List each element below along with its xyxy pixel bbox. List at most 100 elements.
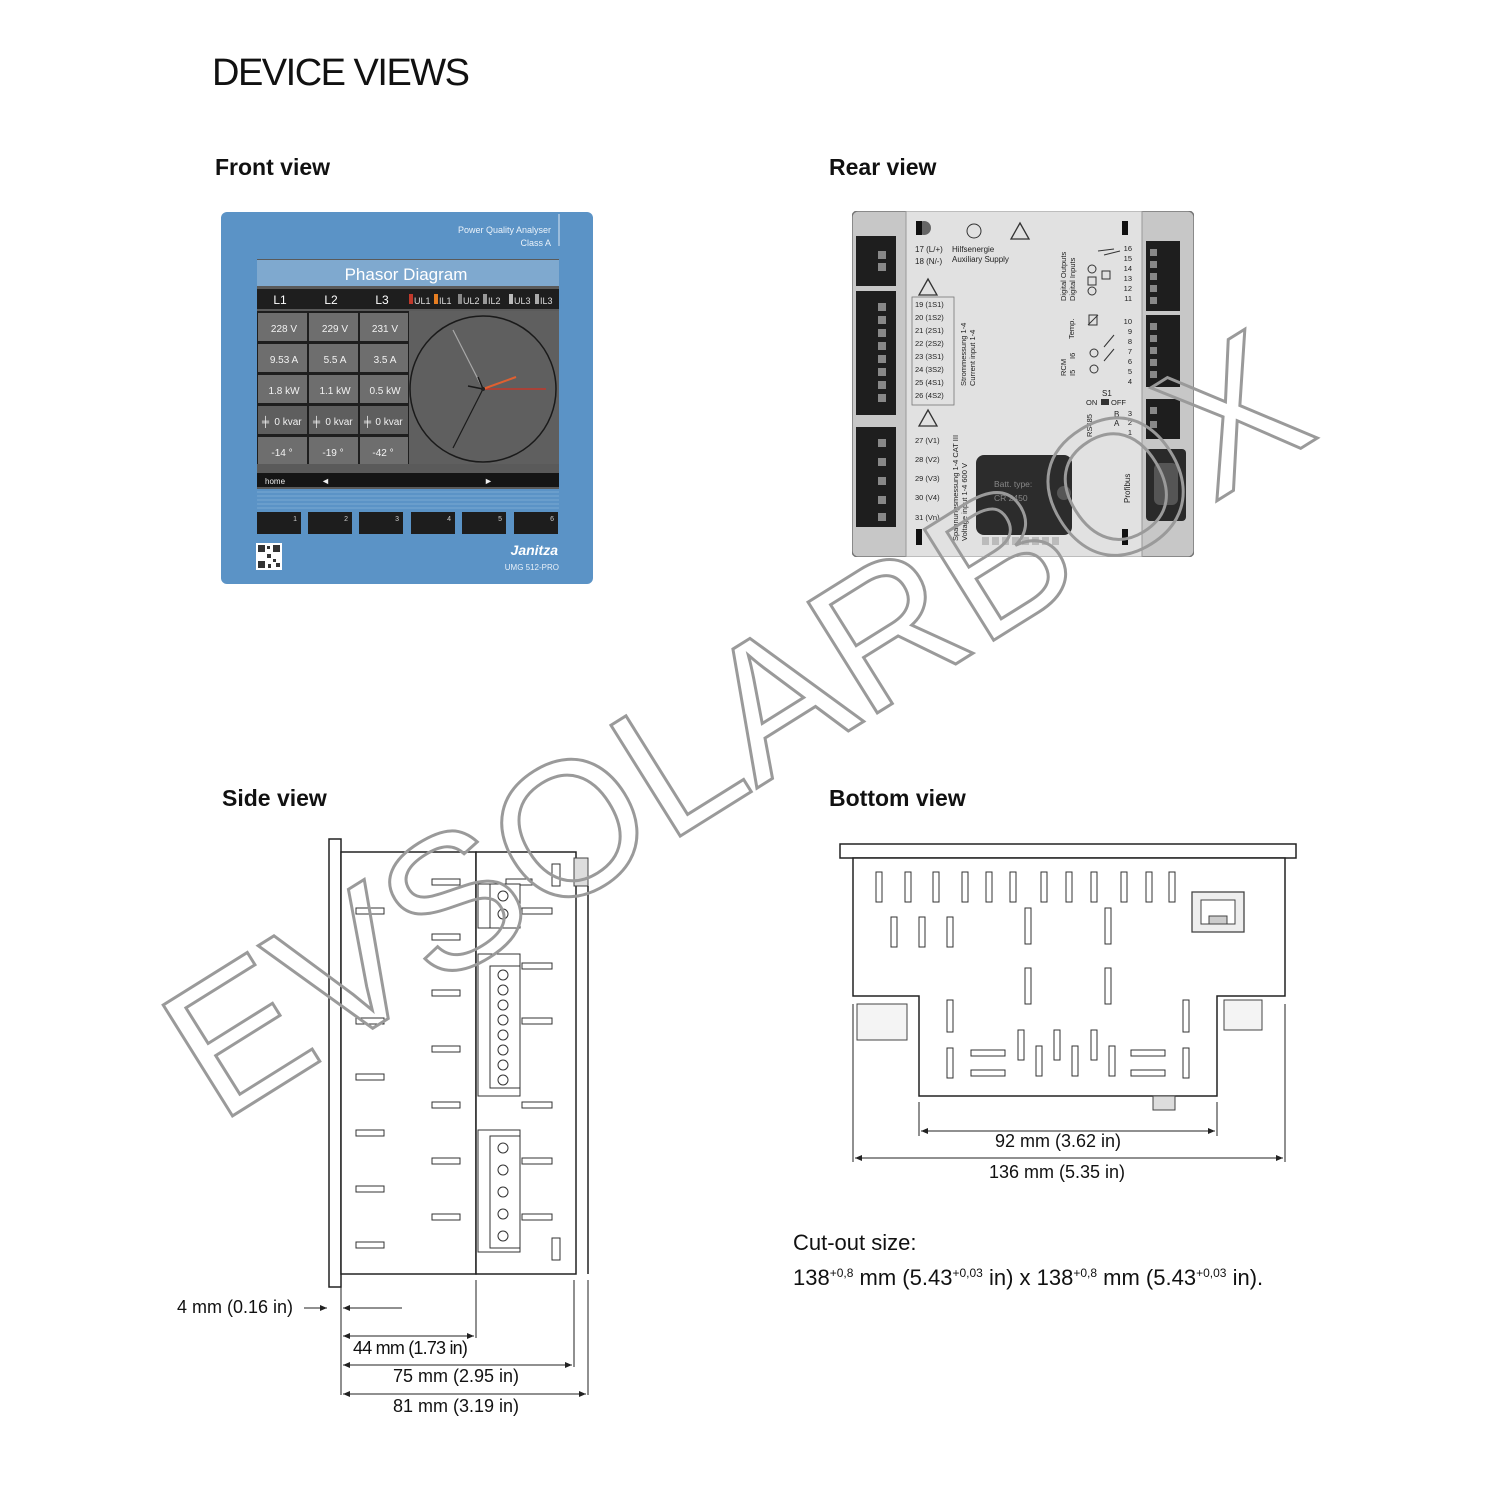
dim-92mm: 92 mm (3.62 in): [995, 1131, 1122, 1151]
nav-left-arrow-icon[interactable]: ◄: [321, 476, 330, 486]
cutout-size-note: Cut-out size: 138+0,8 mm (5.43+0,03 in) …: [793, 1228, 1263, 1293]
housing-outline: [852, 857, 1286, 1097]
io-terminal: 6: [1128, 357, 1132, 366]
digital-outputs-label: Digital Outputs: [1059, 252, 1068, 301]
softkey-5-label: 5: [498, 516, 502, 523]
legend-il1: IL1: [439, 296, 452, 306]
softkey-5[interactable]: [462, 512, 506, 534]
measurement-table: 228 V 229 V 231 V 9.53 A 5.5 A 3.5 A 1.8…: [257, 311, 409, 464]
phasor-ul3: [452, 388, 484, 449]
aux-terminal-17: 17 (L/+): [915, 245, 943, 254]
cell-reactive-l3: 0 kvar: [375, 417, 403, 428]
battery-compartment: [976, 455, 1072, 535]
rcm-label: RCM: [1059, 359, 1068, 376]
housing-front: [340, 851, 477, 1275]
i6-label: I6: [1068, 353, 1077, 359]
bottom-view-heading: Bottom view: [829, 785, 966, 811]
left-connector: [856, 1003, 908, 1041]
softkey-1[interactable]: [257, 512, 301, 534]
reactive-icon: ╪: [312, 415, 321, 429]
current-terminal: 23 (3S1): [915, 352, 944, 361]
brand-logo: Janitza: [511, 542, 559, 558]
cutout-inch-unit: in) x: [982, 1265, 1037, 1290]
rs485-label: RS485: [1085, 414, 1094, 437]
current-input-connector: [856, 291, 896, 415]
switch-on-label: ON: [1086, 398, 1097, 407]
col-header-l1: L1: [273, 293, 287, 307]
aux-supply-connector: [856, 236, 896, 286]
current-terminal: 25 (4S1): [915, 378, 944, 387]
cutout-mm-tolerance-2: +0,8: [1073, 1266, 1098, 1280]
temp-label: Temp.: [1067, 319, 1076, 339]
legend-ul3: UL3: [514, 296, 531, 306]
phasor-il2: [467, 385, 484, 390]
softkeys: 1 2 3 4 5 6: [257, 512, 558, 534]
cutout-inch-tolerance: +0,03: [952, 1266, 983, 1280]
current-terminal: 24 (3S2): [915, 365, 944, 374]
cutout-value-line: 138+0,8 mm (5.43+0,03 in) x 138+0,8 mm (…: [793, 1258, 1263, 1293]
voltage-terminal: 30 (V4): [915, 493, 940, 502]
cutout-unit: mm (: [853, 1265, 910, 1290]
nav-home[interactable]: home: [265, 477, 286, 486]
profibus-label: Profibus: [1123, 474, 1132, 503]
aux-label-en: Auxiliary Supply: [952, 255, 1009, 264]
cell-voltage-l2: 229 V: [322, 324, 348, 335]
io-terminal: 15: [1124, 254, 1132, 263]
io-terminal: 13: [1124, 274, 1132, 283]
warning-icon: [1009, 221, 1031, 240]
softkey-stripes: [257, 491, 559, 509]
softkey-3[interactable]: [359, 512, 403, 534]
softkey-6-label: 6: [550, 516, 554, 523]
digital-inputs-label: Digital Inputs: [1068, 257, 1077, 301]
legend-il3: IL3: [540, 296, 553, 306]
cell-voltage-l1: 228 V: [271, 324, 297, 335]
reactive-icon: ╪: [261, 415, 270, 429]
softkey-6[interactable]: [514, 512, 558, 534]
side-view-heading: Side view: [222, 785, 327, 811]
vent-slots: [355, 863, 561, 1261]
dim-136mm: 136 mm (5.35 in): [989, 1162, 1126, 1182]
device-label-line2: Class A: [520, 238, 551, 248]
voltage-label-de: Spannungsmessung 1-4 CAT III: [951, 435, 960, 541]
current-terminal: 21 (2S1): [915, 326, 944, 335]
device-label-line1: Power Quality Analyser: [458, 225, 551, 235]
cell-current-l3: 3.5 A: [374, 355, 397, 366]
voltage-terminal: 29 (V3): [915, 474, 940, 483]
connector-blocks: [477, 883, 521, 1253]
rs485-pin-b: B: [1114, 410, 1119, 419]
softkey-4-label: 4: [447, 516, 451, 523]
warning-icon: [917, 277, 939, 296]
reactive-icon: ╪: [363, 415, 372, 429]
dim-panel-thickness: 4 mm (0.16 in): [177, 1297, 294, 1317]
current-label-en: Current input 1-4: [968, 330, 977, 386]
cutout-closing: in).: [1226, 1265, 1264, 1290]
cell-power-l2: 1.1 kW: [319, 386, 351, 397]
bottom-vent-slots: [875, 871, 1190, 1079]
current-terminal: 26 (4S2): [915, 391, 944, 400]
nav-right-arrow-icon[interactable]: ►: [484, 476, 493, 486]
rear-view-heading: Rear view: [829, 154, 937, 180]
switch-toggle[interactable]: [1101, 399, 1109, 405]
io-terminal: 5: [1128, 367, 1132, 376]
model-label: UMG 512-PRO: [505, 563, 559, 572]
cell-angle-l3: -42 °: [372, 448, 393, 459]
io-terminal: 16: [1124, 244, 1132, 253]
nav-bar: [257, 473, 559, 487]
softkey-2[interactable]: [308, 512, 352, 534]
cutout-label: Cut-out size:: [793, 1230, 917, 1255]
battery-label-line1: Batt. type:: [994, 479, 1032, 489]
current-label-de: Strommessung 1-4: [959, 323, 968, 386]
current-terminal: 22 (2S2): [915, 339, 944, 348]
aux-label-de: Hilfsenergie: [952, 245, 995, 254]
front-bezel: [839, 843, 1297, 859]
bottom-view-drawing: [839, 843, 1297, 1162]
voltage-terminal: 27 (V1): [915, 436, 940, 445]
cell-angle-l2: -19 °: [322, 448, 343, 459]
rear-view-device: 17 (L/+) 18 (N/-) Hilfsenergie Auxiliary…: [852, 211, 1194, 557]
softkey-4[interactable]: [411, 512, 455, 534]
io-terminal: 14: [1124, 264, 1132, 273]
front-view-device: Power Quality Analyser Class A Phasor Di…: [221, 212, 593, 584]
voltage-terminal: 31 (Vn): [915, 513, 940, 522]
softkey-1-label: 1: [293, 516, 297, 523]
io-terminal: 8: [1128, 337, 1132, 346]
